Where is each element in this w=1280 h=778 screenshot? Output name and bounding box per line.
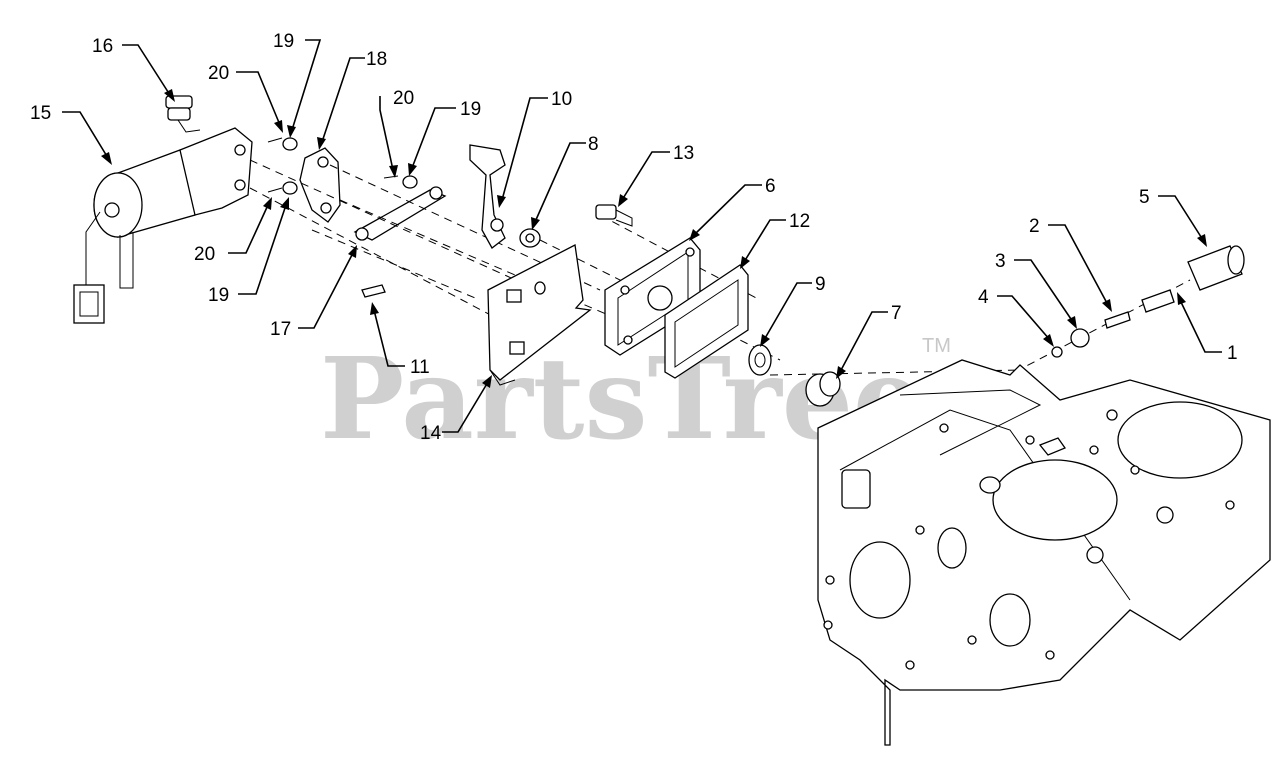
callout-20-mid: 20 (393, 88, 414, 109)
callout-1: 1 (1227, 343, 1238, 364)
callout-18: 18 (366, 49, 387, 70)
callout-9: 9 (815, 274, 826, 295)
callout-7: 7 (891, 303, 902, 324)
watermark-trademark: TM (922, 335, 951, 357)
callout-14: 14 (420, 423, 442, 444)
leader-lines (62, 39, 1222, 433)
part-12-gasket (664, 264, 749, 379)
callout-11: 11 (410, 357, 430, 378)
callout-19-top: 19 (273, 31, 294, 52)
callout-labels: 16 15 20 19 18 20 19 10 8 13 6 12 9 7 5 … (30, 31, 1238, 444)
callout-19-bottom: 19 (208, 285, 229, 306)
part-16-fitting (165, 95, 201, 133)
callout-17: 17 (270, 319, 291, 340)
part-1-5-plunger-group (1051, 245, 1245, 358)
callout-10: 10 (551, 89, 572, 110)
part-9-gear (748, 344, 772, 376)
callout-16: 16 (92, 36, 113, 57)
callout-20-bottom: 20 (194, 244, 215, 265)
callout-8: 8 (588, 134, 599, 155)
callout-4: 4 (978, 287, 989, 308)
part-15-solenoid (73, 127, 253, 324)
callout-2: 2 (1029, 216, 1040, 237)
part-17-link (353, 186, 447, 241)
callout-13: 13 (673, 143, 694, 164)
part-14-bracket (487, 244, 592, 386)
callout-19-mid: 19 (460, 99, 481, 120)
callout-20-top: 20 (208, 63, 229, 84)
callout-12: 12 (789, 211, 810, 232)
callout-3: 3 (995, 251, 1006, 272)
part-10-lever (469, 144, 506, 249)
part-18-lever (299, 147, 341, 223)
part-7-bushing (805, 371, 841, 407)
part-13-bolt (595, 204, 633, 227)
callout-5: 5 (1139, 187, 1150, 208)
engine-block (817, 359, 1271, 746)
part-8-washer (519, 228, 541, 248)
callout-15: 15 (30, 103, 51, 124)
part-11-key (361, 284, 386, 298)
callout-6: 6 (765, 176, 776, 197)
